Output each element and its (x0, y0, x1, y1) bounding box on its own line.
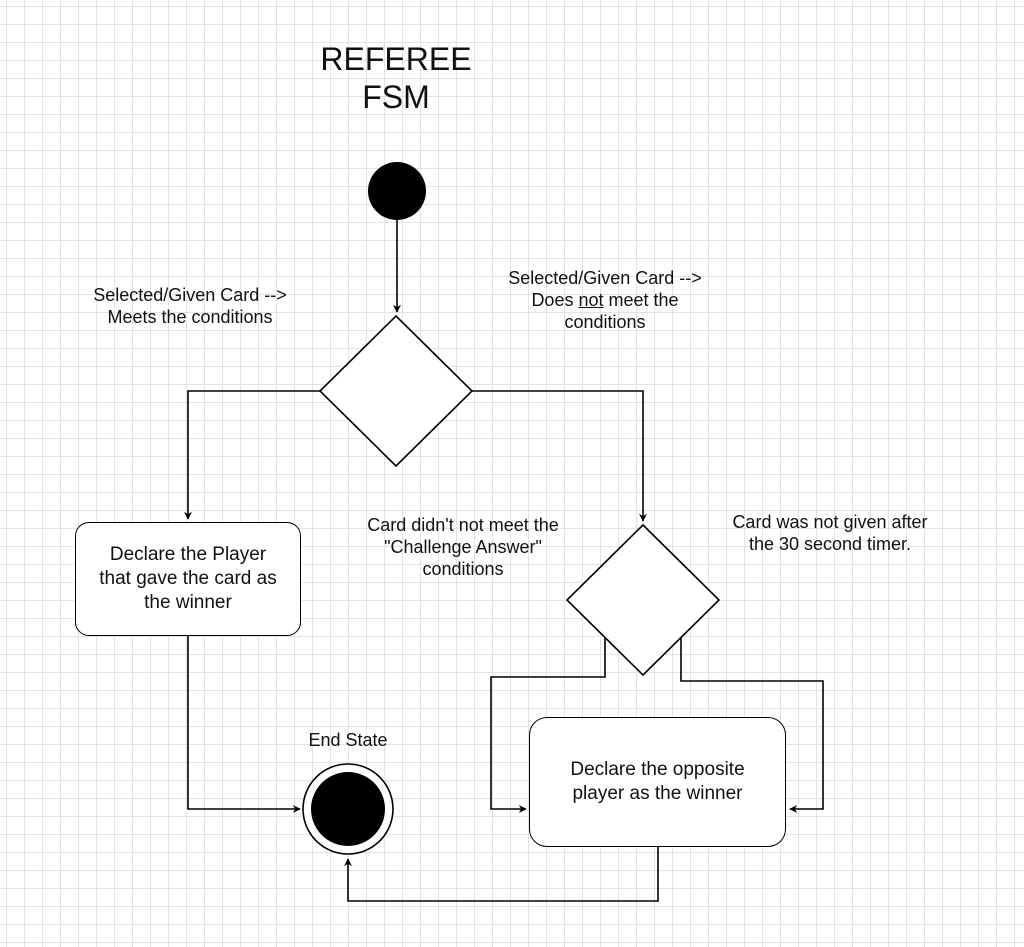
edge-label-line: Meets the conditions (107, 307, 273, 327)
node-text-line: Declare the opposite (570, 759, 745, 780)
declare-opposite-winner-node[interactable]: Declare the opposite player as the winne… (529, 717, 786, 847)
edge-timer-expired (680, 638, 824, 813)
edge-label-underlined-text: not (578, 290, 604, 310)
edge-challenge-failed (490, 638, 606, 813)
node-text-line: Declare the Player (109, 544, 267, 565)
node-text-line: that gave the card as (99, 568, 277, 589)
edge-label-does-not-meet: Selected/Given Card --> Does not meet th… (470, 267, 740, 333)
edge-label-line: conditions (422, 559, 504, 579)
edge-label-line: Card didn't not meet the (367, 515, 559, 535)
edge-label-line: Card was not given after (732, 512, 928, 532)
edge-label-line: "Challenge Answer" (384, 537, 542, 557)
edge-label-line: conditions (564, 312, 646, 332)
node-text: Declare the opposite player as the winne… (570, 758, 744, 806)
declare-player-winner-node[interactable]: Declare the Player that gave the card as… (75, 522, 301, 636)
edge-opposite-to-end (344, 847, 659, 902)
title-line-1: REFEREE (320, 41, 472, 77)
node-text: Declare the Player that gave the card as… (99, 543, 276, 615)
diagram-title: REFEREE FSM (286, 40, 506, 116)
edge-player-to-end (187, 636, 301, 813)
edge-label-line: Does not meet the (470, 289, 740, 311)
title-line-2: FSM (362, 79, 430, 115)
end-state-node (311, 772, 385, 846)
start-state-node[interactable] (368, 162, 426, 220)
edge-label-timer: Card was not given after the 30 second t… (690, 511, 970, 555)
edge-meets-conditions (184, 390, 320, 520)
edge-label-text: Does (531, 290, 579, 310)
edge-label-line: Selected/Given Card --> (508, 268, 702, 288)
decision-node-challenge[interactable] (565, 523, 721, 677)
edge-label-meets-conditions: Selected/Given Card --> Meets the condit… (50, 284, 330, 328)
edge-label-line: the 30 second timer. (748, 534, 912, 554)
edge-label-line: Selected/Given Card --> (93, 285, 287, 305)
end-state-label: End State (308, 730, 388, 750)
decision-node-card-conditions[interactable] (318, 314, 474, 468)
edge-label-challenge-answer: Card didn't not meet the "Challenge Answ… (328, 514, 598, 580)
node-text-line: player as the winner (572, 783, 743, 804)
edge-label-text: meet the (603, 290, 679, 310)
node-text-line: the winner (144, 592, 232, 613)
edge-does-not-meet-conditions (472, 390, 647, 522)
